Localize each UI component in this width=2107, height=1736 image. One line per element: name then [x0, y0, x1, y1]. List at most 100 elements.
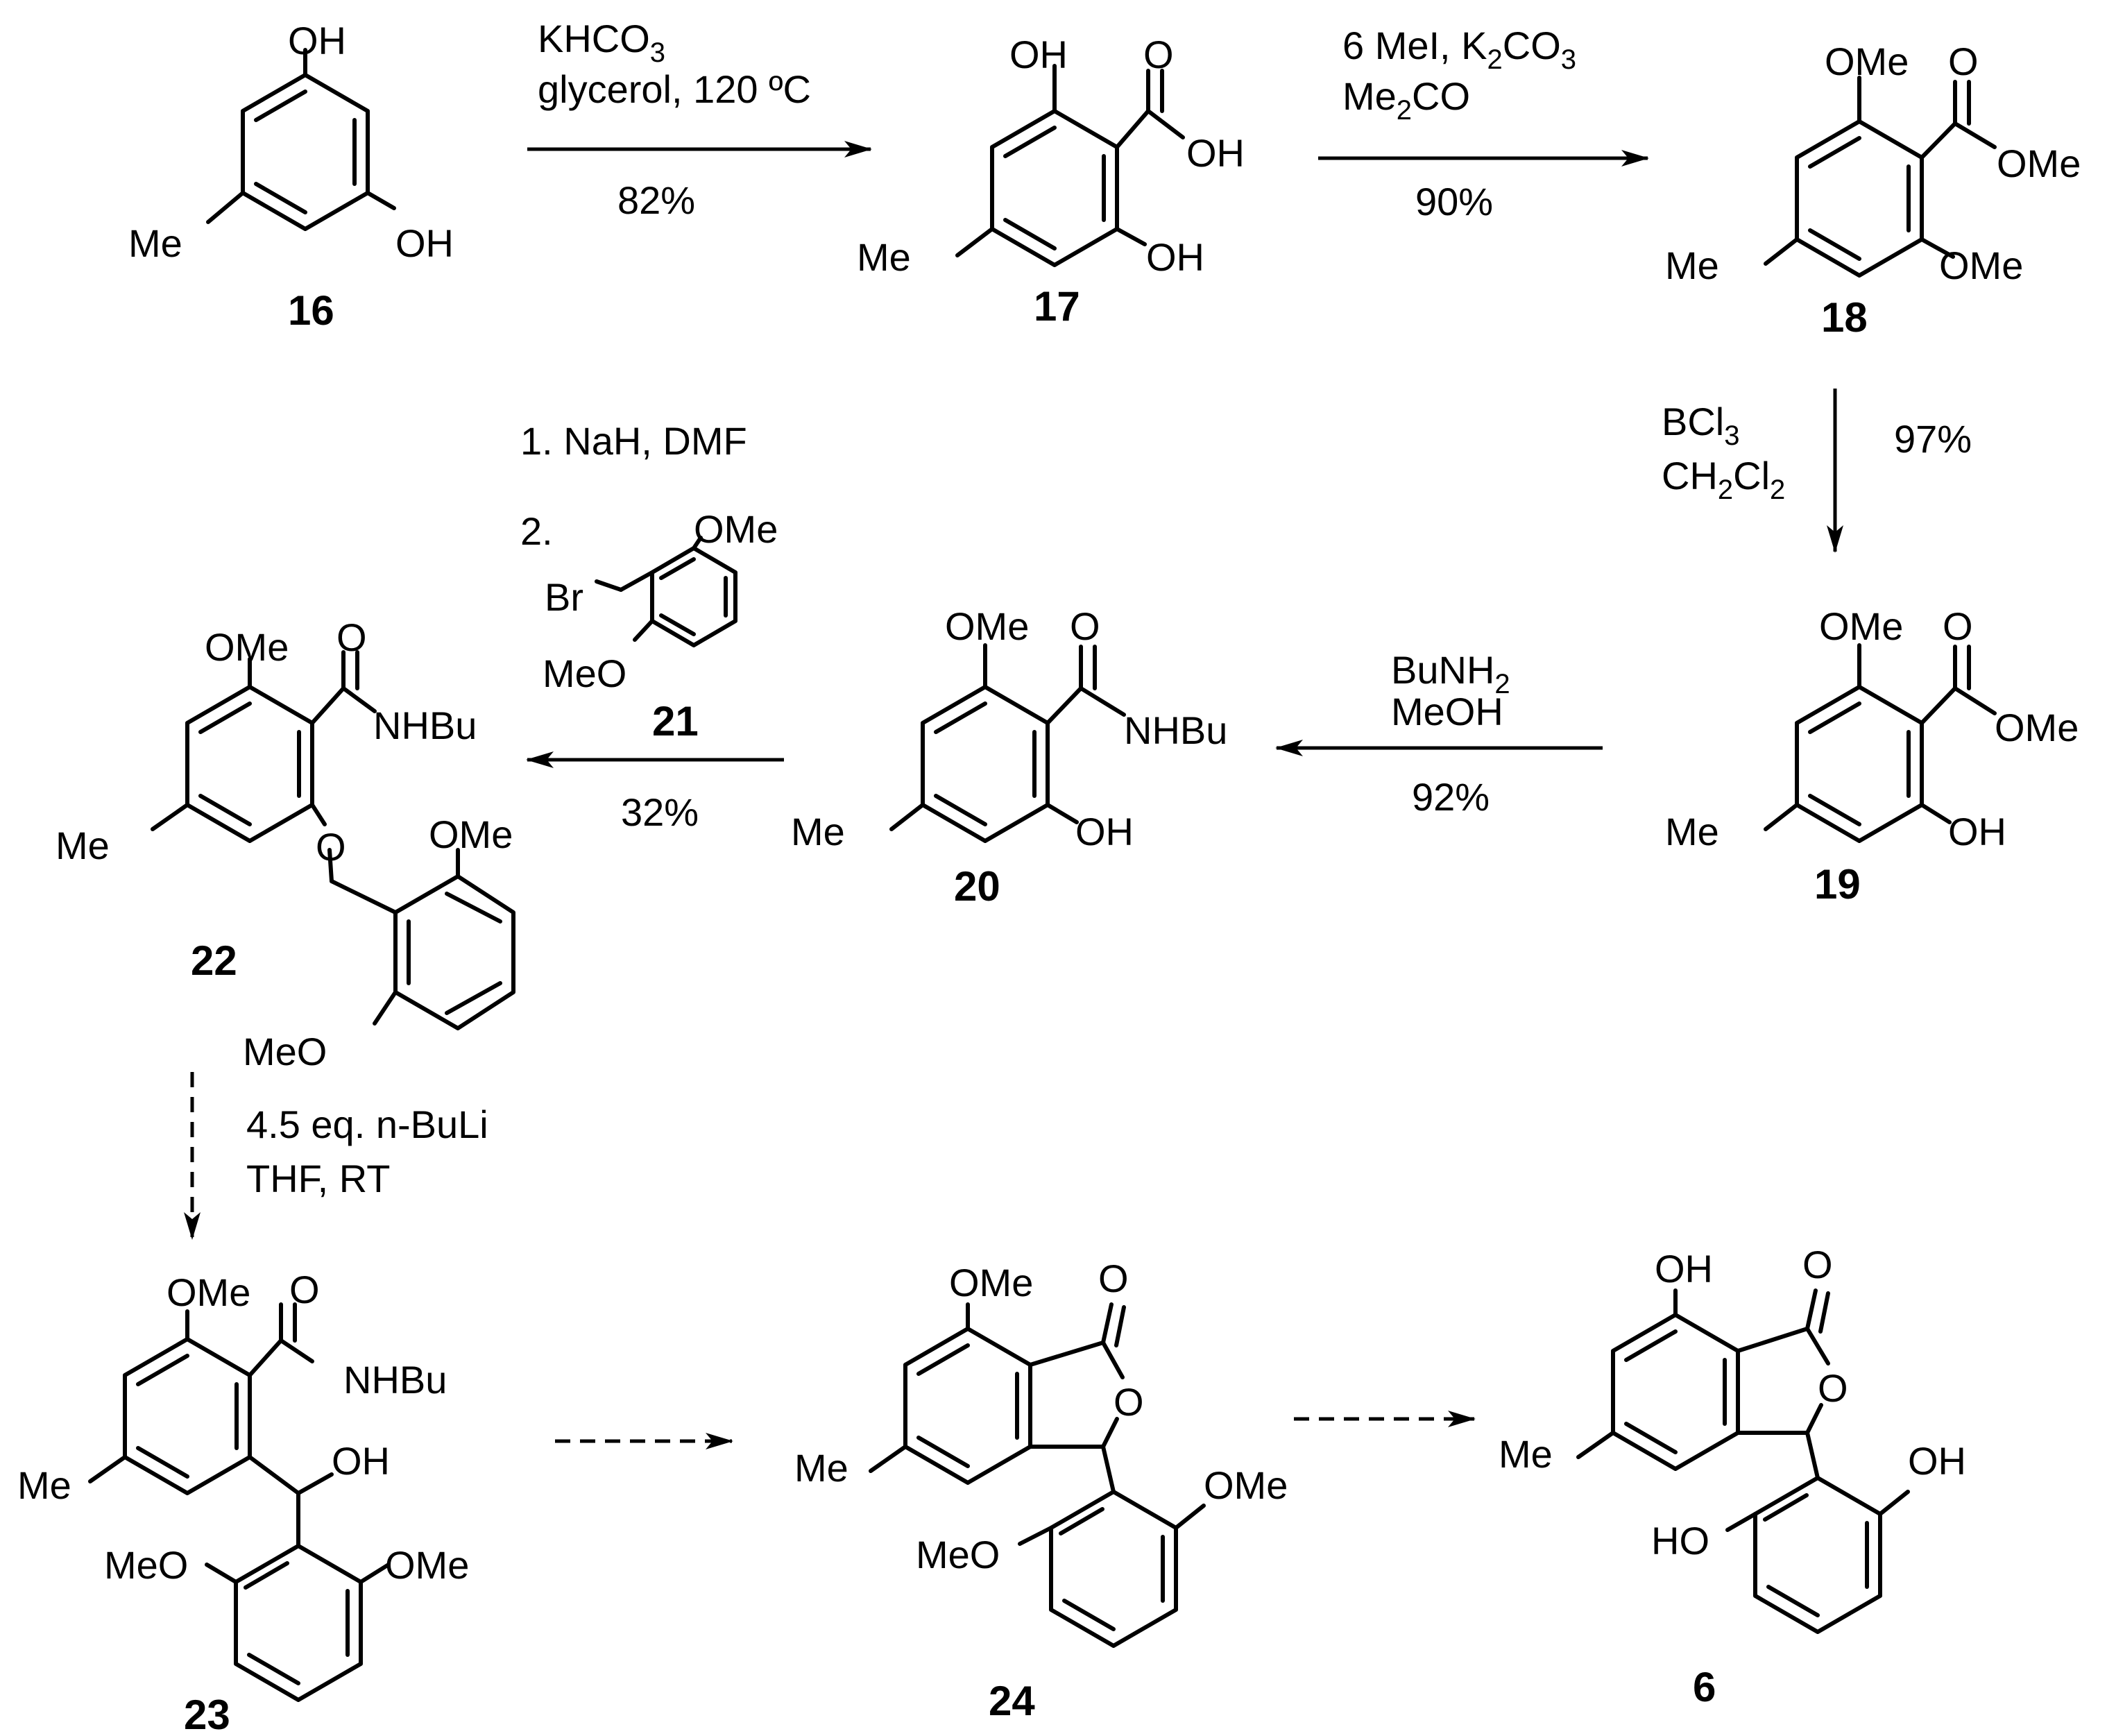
compound-20-bonds	[889, 643, 1126, 843]
compound-23: OMe O NHBu OH MeO OMe Me 23	[17, 1268, 469, 1736]
reagent-label: 2.	[520, 509, 553, 553]
yield-label: 82%	[617, 178, 695, 222]
compound-22: OMe O NHBu O OMe MeO Me 22	[56, 615, 515, 1073]
methoxy-label: OMe	[429, 812, 513, 856]
methoxy-label: OMe	[1939, 244, 2023, 287]
hydroxyl-label: OH	[288, 19, 346, 62]
compound-23-bonds	[88, 1302, 391, 1702]
ring-oxygen-label: O	[1114, 1380, 1144, 1424]
reagent-label: CH2Cl2	[1662, 454, 1785, 505]
compound-16-bonds	[206, 48, 396, 231]
compound-number: 6	[1693, 1664, 1716, 1710]
carbonyl-oxygen-label: O	[1948, 40, 1979, 83]
carbonyl-oxygen-label: O	[336, 615, 367, 659]
hydroxyl-label: OH	[395, 221, 454, 265]
compound-number: 17	[1034, 283, 1080, 330]
methoxy-label: OMe	[1204, 1463, 1288, 1507]
reagent-label: 1. NaH, DMF	[520, 419, 747, 463]
reagent-label: Me2CO	[1342, 74, 1470, 126]
reagent-label: BuNH2	[1391, 648, 1510, 699]
methoxy-label: OMe	[1825, 40, 1909, 83]
compound-19-bonds	[1764, 643, 1997, 843]
reagent-label: KHCO3	[538, 17, 665, 68]
methoxy-label: MeO	[543, 652, 626, 695]
hydroxyl-label: OH	[1009, 33, 1068, 76]
compound-number: 22	[191, 937, 237, 984]
methoxy-label: OMe	[1995, 706, 2079, 749]
hydroxyl-label: HO	[1651, 1519, 1709, 1563]
compound-number: 21	[652, 698, 699, 744]
compound-18: OMe O OMe OMe Me 18	[1665, 40, 2081, 341]
carbonyl-oxygen-label: O	[1098, 1257, 1129, 1300]
methoxy-label: OMe	[949, 1261, 1033, 1304]
methyl-label: Me	[56, 824, 110, 867]
reagent-label: glycerol, 120 ºC	[538, 67, 811, 111]
hydroxyl-label: OH	[1908, 1439, 1966, 1483]
step-4: BuNH2 MeOH 92%	[1275, 648, 1603, 819]
methoxy-label: OMe	[1819, 604, 1903, 648]
reagent-label: MeOH	[1391, 690, 1503, 733]
hydroxyl-label: OH	[332, 1439, 390, 1483]
yield-label: 92%	[1412, 775, 1490, 819]
compound-number: 24	[989, 1678, 1035, 1724]
compound-17: OH O OH OH Me 17	[857, 33, 1245, 330]
compound-16: OH OH Me 16	[128, 19, 454, 334]
reagent-label: 4.5 eq. n-BuLi	[246, 1103, 488, 1146]
methyl-label: Me	[17, 1463, 71, 1507]
methoxy-label: MeO	[104, 1543, 188, 1587]
compound-21: OMe Br MeO 21	[543, 507, 778, 744]
methoxy-label: OMe	[205, 625, 289, 669]
methyl-label: Me	[791, 810, 845, 853]
compound-number: 18	[1821, 294, 1868, 341]
step-6: 4.5 eq. n-BuLi THF, RT	[184, 1072, 488, 1240]
hydroxyl-label: OH	[1186, 131, 1245, 175]
hydroxyl-label: OH	[1655, 1247, 1713, 1291]
step-1: KHCO3 glycerol, 120 ºC 82%	[527, 17, 872, 222]
methoxy-label: OMe	[694, 507, 778, 551]
amide-label: NHBu	[343, 1358, 447, 1402]
methyl-label: Me	[1665, 810, 1719, 853]
methoxy-label: OMe	[1997, 142, 2081, 185]
step-3: BCl3 CH2Cl2 97%	[1662, 389, 1972, 553]
reagent-label: THF, RT	[246, 1157, 390, 1200]
reagent-label: 6 MeI, K2CO3	[1342, 24, 1576, 75]
compound-number: 20	[954, 863, 1000, 910]
amide-label: NHBu	[373, 704, 477, 747]
carbonyl-oxygen-label: O	[1143, 33, 1174, 76]
compound-6-bonds	[1576, 1288, 1910, 1634]
carbonyl-oxygen-label: O	[1802, 1243, 1833, 1286]
ether-oxygen-label: O	[316, 825, 346, 869]
methyl-label: Me	[794, 1446, 848, 1490]
methoxy-label: MeO	[243, 1030, 327, 1073]
methyl-label: Me	[857, 235, 911, 279]
compound-6: OH O O OH HO Me 6	[1499, 1243, 1966, 1710]
hydroxyl-label: OH	[1146, 235, 1204, 279]
methyl-label: Me	[128, 221, 182, 265]
compound-21-bonds	[595, 536, 737, 647]
compound-20: OMe O NHBu OH Me 20	[791, 604, 1227, 910]
yield-label: 90%	[1415, 180, 1493, 223]
bromide-label: Br	[545, 575, 583, 619]
compound-24: OMe O O OMe MeO Me 24	[794, 1257, 1288, 1724]
methyl-label: Me	[1665, 244, 1719, 287]
compound-number: 16	[288, 287, 334, 334]
compound-24-bonds	[869, 1302, 1206, 1648]
methoxy-label: MeO	[916, 1533, 1000, 1576]
compound-19: OMe O OMe OH Me 19	[1665, 604, 2079, 908]
methoxy-label: OMe	[945, 604, 1029, 648]
hydroxyl-label: OH	[1075, 810, 1134, 853]
compound-22-bonds	[151, 650, 515, 1030]
compound-number: 19	[1814, 861, 1861, 908]
methoxy-label: OMe	[167, 1270, 250, 1314]
methyl-label: Me	[1499, 1432, 1553, 1476]
step-5: 1. NaH, DMF 2. 32%	[520, 419, 784, 834]
ring-oxygen-label: O	[1818, 1366, 1848, 1410]
compound-17-bonds	[955, 64, 1185, 267]
amide-label: NHBu	[1124, 708, 1227, 752]
methoxy-label: OMe	[385, 1543, 469, 1587]
reagent-label: BCl3	[1662, 400, 1739, 451]
hydroxyl-label: OH	[1948, 810, 2006, 853]
compound-number: 23	[184, 1692, 230, 1736]
compound-18-bonds	[1764, 76, 1997, 278]
